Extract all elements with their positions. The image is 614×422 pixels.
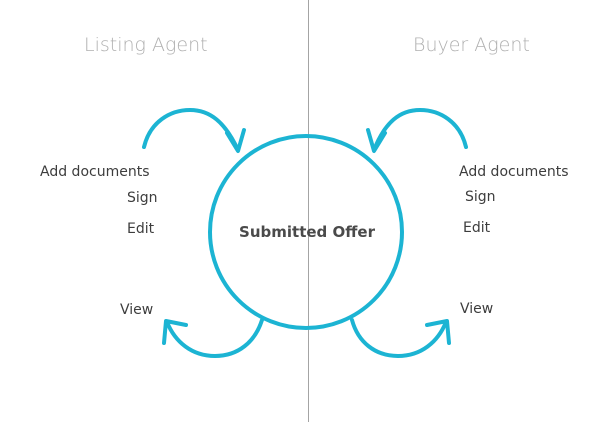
right-add-documents-label: Add documents [459,164,569,180]
right-sign-label: Sign [465,189,496,205]
right-view-label: View [460,301,494,317]
left-sign-label: Sign [127,190,158,206]
curved-arrow-icon [142,108,246,153]
buyer-agent-title: Buyer Agent [413,34,530,56]
center-divider [308,0,309,422]
left-add-documents-label: Add documents [40,164,150,180]
submitted-offer-circle [208,134,404,330]
submitted-offer-label: Submitted Offer [239,223,375,241]
curved-arrow-icon [350,318,451,358]
left-view-label: View [120,302,154,318]
left-edit-label: Edit [127,221,155,237]
curved-arrow-icon [162,318,264,358]
curved-arrow-icon [366,108,468,153]
listing-agent-title: Listing Agent [84,34,208,56]
right-edit-label: Edit [463,220,491,236]
